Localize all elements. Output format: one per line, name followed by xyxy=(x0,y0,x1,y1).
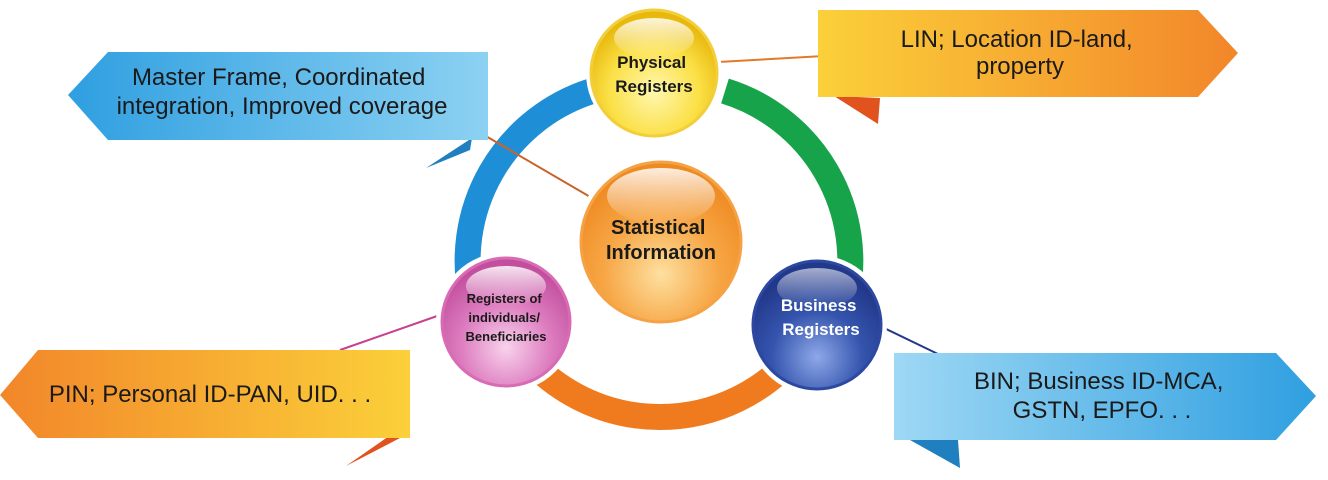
node-line: Physical xyxy=(617,53,686,72)
callout-line: property xyxy=(976,53,1064,80)
node-individual-registers: Registers of individuals/ Beneficiaries xyxy=(436,252,576,392)
callout-bin: BIN; Business ID-MCA, GSTN, EPFO. . . xyxy=(894,353,1316,468)
connector-lin xyxy=(717,55,825,63)
node-line: Registers of xyxy=(467,291,543,306)
callout-line: PIN; Personal ID-PAN, UID. . . xyxy=(49,381,371,408)
node-line: Beneficiaries xyxy=(466,329,547,344)
node-label: Business Registers xyxy=(781,296,861,339)
center-node-label: Statistical Information xyxy=(606,217,716,264)
connector-bin xyxy=(879,325,941,356)
callout-line: Master Frame, Coordinated xyxy=(132,64,425,91)
node-line: Information xyxy=(606,242,716,264)
callout-tail xyxy=(346,434,400,466)
connector-pin xyxy=(339,314,441,351)
callout-tail xyxy=(426,138,472,168)
callout-body xyxy=(68,52,488,140)
callout-tail xyxy=(834,96,880,124)
callout-lin: LIN; Location ID-land, property xyxy=(818,10,1238,124)
callout-master-frame: Master Frame, Coordinated integration, I… xyxy=(68,52,488,168)
callout-text: PIN; Personal ID-PAN, UID. . . xyxy=(49,381,371,408)
callout-line: GSTN, EPFO. . . xyxy=(1013,397,1192,424)
node-physical-registers: Physical Registers xyxy=(586,5,722,141)
node-line: Registers xyxy=(782,320,859,339)
node-line: Statistical xyxy=(611,217,705,239)
node-label: Physical Registers xyxy=(615,53,692,96)
callout-body xyxy=(818,10,1238,97)
center-node-statistical-information: Statistical Information xyxy=(575,156,747,328)
callout-pin: PIN; Personal ID-PAN, UID. . . xyxy=(0,350,410,466)
callout-text: BIN; Business ID-MCA, GSTN, EPFO. . . xyxy=(974,368,1230,424)
node-line: Business xyxy=(781,296,857,315)
callout-tail xyxy=(910,440,960,468)
connector-master-frame xyxy=(471,127,593,199)
callout-body xyxy=(0,350,410,438)
ring-arc-bottom xyxy=(515,346,805,430)
callout-line: BIN; Business ID-MCA, xyxy=(974,368,1223,395)
callout-text: LIN; Location ID-land, property xyxy=(901,26,1140,80)
callout-body xyxy=(894,353,1316,440)
callout-line: LIN; Location ID-land, xyxy=(901,26,1133,53)
node-line: individuals/ xyxy=(468,310,540,325)
callout-line: integration, Improved coverage xyxy=(117,93,448,120)
node-line: Registers xyxy=(615,77,692,96)
callout-text: Master Frame, Coordinated integration, I… xyxy=(117,64,448,120)
node-label: Registers of individuals/ Beneficiaries xyxy=(466,291,547,344)
node-business-registers: Business Registers xyxy=(747,255,887,395)
